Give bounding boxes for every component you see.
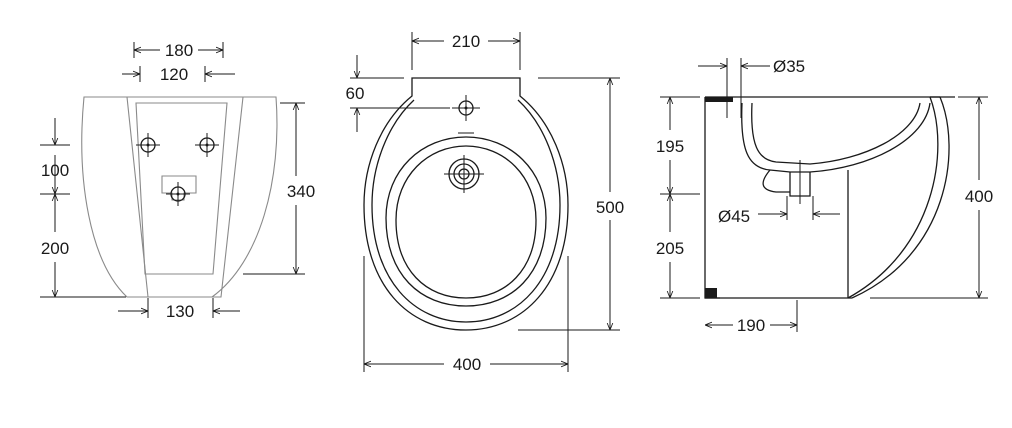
- top-rim-inner-edge: [371, 99, 561, 323]
- side-view: Ø35 195 205 Ø45 400 190: [656, 57, 993, 335]
- rear-waste-recess: [161, 175, 197, 201]
- fixing-hole-left: [136, 133, 160, 157]
- dim-base-width-130: 130: [166, 302, 194, 321]
- dim-waste-diameter-45: Ø45: [718, 207, 750, 226]
- side-front-profile: [847, 96, 939, 299]
- top-basin: [385, 136, 547, 307]
- dim-hole-height-100: 100: [41, 161, 69, 180]
- dim-height-400: 400: [965, 187, 993, 206]
- top-view: 210 60 500 400: [346, 32, 624, 374]
- top-outer-rim: [363, 77, 569, 331]
- dim-tap-hole-diameter-35: Ø35: [773, 57, 805, 76]
- dim-tap-offset-60: 60: [346, 84, 365, 103]
- rear-mounting-panel: [126, 96, 244, 298]
- rear-view: 180 120 100 200 340 130: [40, 41, 315, 321]
- side-bowl-interior: [741, 102, 931, 173]
- dim-rear-width-180: 180: [165, 41, 193, 60]
- dim-hole-spacing-120: 120: [160, 65, 188, 84]
- dim-width-400: 400: [453, 355, 481, 374]
- dim-top-rear-width-210: 210: [452, 32, 480, 51]
- dim-length-500: 500: [596, 198, 624, 217]
- side-back-wall: [704, 97, 720, 299]
- top-basin-inner: [395, 145, 537, 299]
- dim-outlet-height-205: 205: [656, 239, 684, 258]
- dim-outlet-height-200: 200: [41, 239, 69, 258]
- waste-outlet-hole: [166, 182, 190, 206]
- dim-bowl-depth-195: 195: [656, 137, 684, 156]
- rear-body-outline: [81, 96, 278, 298]
- dim-outlet-distance-190: 190: [737, 316, 765, 335]
- tap-hole: [452, 95, 480, 121]
- rear-inner-panel: [135, 102, 228, 275]
- fixing-hole-right: [195, 133, 219, 157]
- dim-rear-height-340: 340: [287, 182, 315, 201]
- top-waste-outlet: [444, 155, 484, 193]
